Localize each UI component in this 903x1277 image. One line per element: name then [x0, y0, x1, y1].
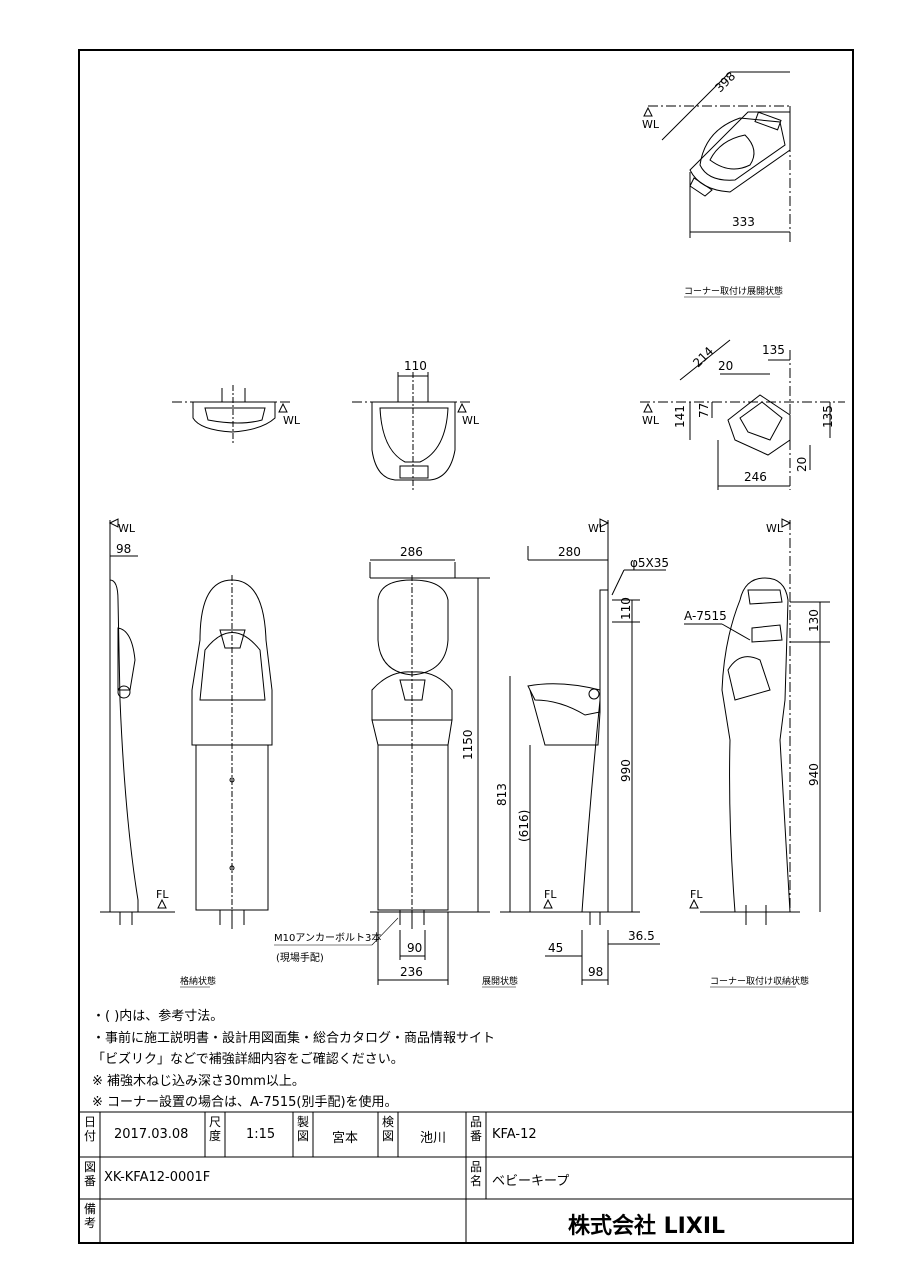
wl-label-plan-1: WL [283, 414, 301, 427]
product-key: 品番 [469, 1115, 482, 1143]
anchor-label: M10アンカーボルト3本 [274, 931, 381, 944]
label-folded: 格納状態 [180, 975, 216, 987]
date-key: 日付 [83, 1115, 96, 1143]
drawn-value: 宮本 [332, 1131, 359, 1146]
checked-key: 検図 [381, 1115, 394, 1143]
label-corner-folded: コーナー取付け収納状態 [710, 975, 809, 987]
drawing-value: XK-KFA12-0001F [104, 1170, 211, 1185]
scale-key: 尺度 [208, 1115, 221, 1143]
side-view-folded [100, 518, 175, 925]
note-line-5: ※ コーナー設置の場合は、A-7515(別手配)を使用。 [92, 1095, 398, 1110]
dim-98-side: 98 [116, 542, 131, 556]
dim-990: 990 [619, 759, 633, 782]
dim-398: 398 [712, 69, 738, 95]
dim-110-plan: 110 [404, 359, 427, 373]
wl-label-folded: WL [642, 414, 660, 427]
dim-236: 236 [400, 965, 423, 979]
name-value: ベビーキープ [492, 1174, 570, 1189]
wl-label-corner: WL [766, 522, 784, 535]
dim-813: 813 [495, 783, 509, 806]
dim-20-top: 20 [718, 359, 733, 373]
company-logo: 株式会社 LIXIL [568, 1214, 726, 1239]
dim-135-top: 135 [762, 343, 785, 357]
remarks-key: 備考 [83, 1202, 96, 1230]
dim-616: (616) [517, 810, 531, 842]
dim-214: 214 [690, 344, 716, 370]
corner-folded-plan-view [640, 339, 845, 490]
scale-value: 1:15 [246, 1127, 276, 1142]
note-line-2: ・事前に施工説明書・設計用図面集・総合カタログ・商品情報サイト [92, 1031, 496, 1046]
dim-45: 45 [548, 941, 563, 955]
corner-folded-side-view [684, 518, 830, 925]
dim-36-5: 36.5 [628, 929, 655, 943]
front-view-open [274, 559, 490, 985]
dim-135-right: 135 [821, 405, 835, 428]
label-open: 展開状態 [482, 975, 518, 987]
product-value: KFA-12 [492, 1127, 537, 1142]
note-line-3: 「ビズリク」などで補強詳細内容をご確認ください。 [92, 1052, 404, 1067]
dim-286: 286 [400, 545, 423, 559]
dim-screw: φ5X35 [630, 556, 669, 570]
date-value: 2017.03.08 [114, 1127, 189, 1142]
fl-label-open: FL [544, 888, 557, 901]
wl-label-plan-2: WL [462, 414, 480, 427]
dim-333: 333 [732, 215, 755, 229]
dim-1150: 1150 [461, 729, 475, 760]
drawing-key: 図番 [83, 1160, 96, 1188]
dim-98-open: 98 [588, 965, 603, 979]
fl-label-corner: FL [690, 888, 703, 901]
wl-label-top: WL [642, 118, 660, 131]
dim-246: 246 [744, 470, 767, 484]
wl-label-side: WL [118, 522, 136, 535]
folded-plan-view [172, 385, 290, 445]
note-line-4: ※ 補強木ねじ込み深さ30mm以上。 [92, 1074, 305, 1089]
dim-130: 130 [807, 609, 821, 632]
note-line-1: ・( )内は、参考寸法。 [92, 1009, 224, 1024]
dim-20-bottom: 20 [795, 457, 809, 472]
checked-value: 池川 [420, 1131, 447, 1146]
dim-280: 280 [558, 545, 581, 559]
label-corner-open: コーナー取付け展開状態 [684, 285, 783, 297]
dim-141: 141 [673, 405, 687, 428]
title-block-grid [79, 1111, 853, 1243]
open-plan-view [352, 372, 470, 490]
front-view-folded [191, 575, 273, 930]
fl-label-side: FL [156, 888, 169, 901]
dim-90: 90 [407, 941, 422, 955]
name-key: 品名 [469, 1160, 482, 1188]
dim-940: 940 [807, 763, 821, 786]
anchor-label-sub: (現場手配) [276, 951, 324, 964]
dim-77: 77 [697, 403, 711, 418]
dim-110-side: 110 [619, 597, 633, 620]
wl-label-open: WL [588, 522, 606, 535]
drawn-key: 製図 [296, 1115, 309, 1143]
side-view-open [500, 518, 666, 985]
corner-open-plan-view [643, 71, 791, 245]
corner-part-label: A-7515 [684, 609, 727, 623]
